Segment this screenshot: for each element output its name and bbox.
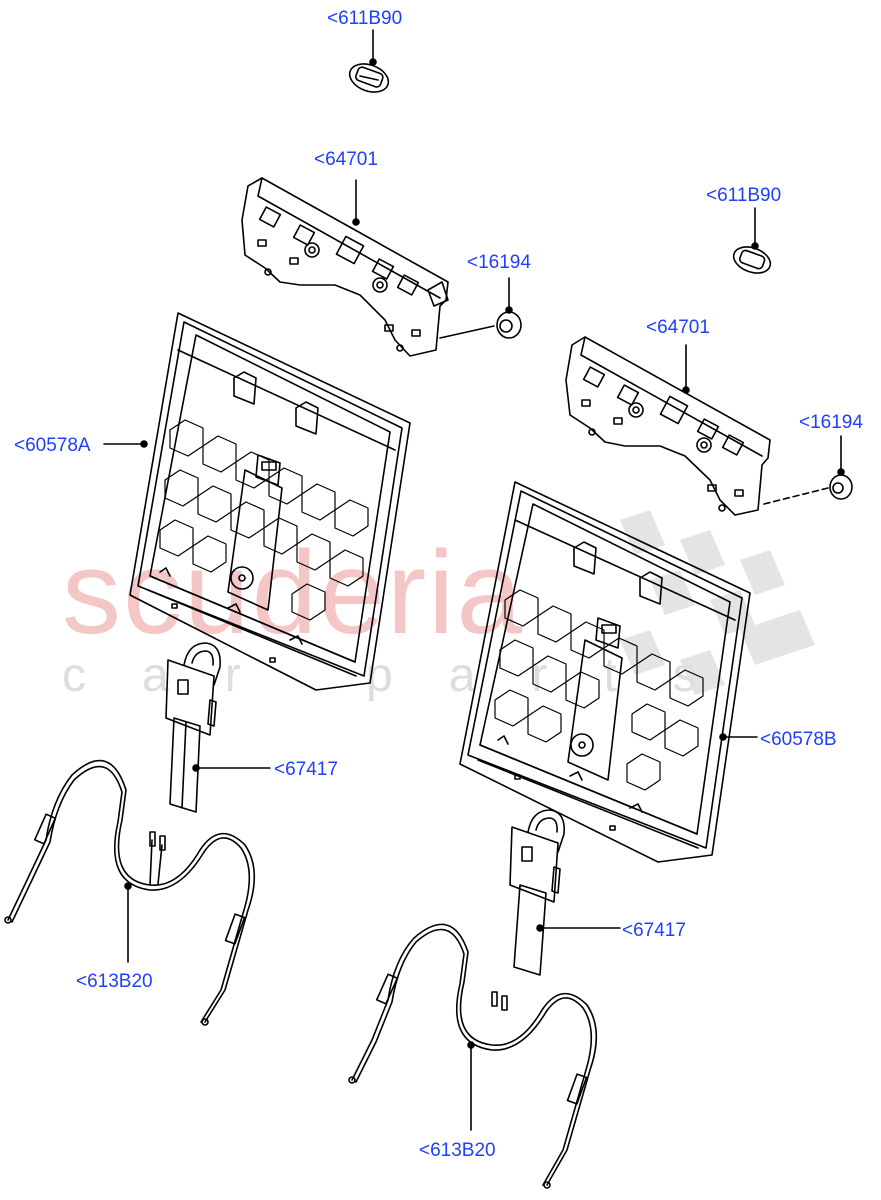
callout-64701-left: <64701 (314, 149, 378, 170)
callout-67417-right: <67417 (622, 920, 686, 941)
release-handle-right (509, 809, 621, 976)
callout-64701-right: <64701 (646, 317, 710, 338)
callout-60578A: <60578A (14, 435, 91, 456)
callout-67417-left: <67417 (274, 759, 338, 780)
release-cable-right (348, 923, 598, 1189)
callout-611B90-right: <611B90 (706, 185, 782, 206)
callout-611B90-top: <611B90 (327, 8, 403, 29)
callout-60578B: <60578B (760, 729, 837, 750)
callout-613B20-right: <613B20 (419, 1140, 496, 1161)
watermark-logo-text: scuderia (62, 527, 525, 659)
callout-16194-right: <16194 (799, 412, 863, 433)
release-cable-left (4, 759, 256, 1026)
nut-left (439, 277, 522, 339)
release-handle-left (165, 642, 271, 813)
latch-bracket-right (565, 336, 771, 516)
seat-back-frame-b (459, 481, 758, 863)
callout-613B20-left: <613B20 (76, 971, 153, 992)
nut-right (763, 435, 853, 505)
seat-back-frame-a (103, 312, 411, 691)
latch-bracket-left (241, 177, 449, 357)
clip-part-right (732, 207, 772, 274)
clip-part-top (348, 29, 390, 93)
callout-16194-left: <16194 (467, 252, 531, 273)
